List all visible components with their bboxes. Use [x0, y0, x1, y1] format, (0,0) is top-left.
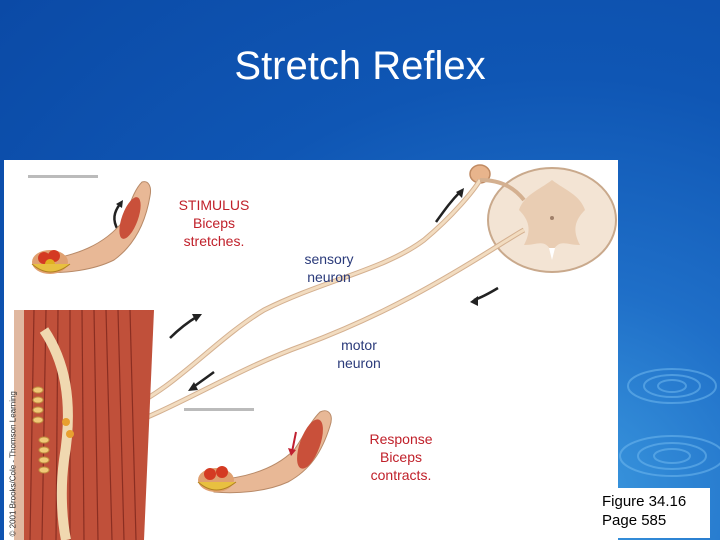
figure-number: Figure 34.16: [602, 492, 710, 511]
figure-caption: Figure 34.16 Page 585: [598, 488, 710, 538]
stretch-reflex-figure: STIMULUS Biceps stretches. sensory neuro…: [4, 160, 618, 540]
motor-neuron-label: motor neuron: [324, 336, 394, 372]
muscle-tissue: [14, 310, 154, 540]
response-label: Response Biceps contracts.: [356, 430, 446, 484]
copyright-credit: © 2001 Brooks/Cole - Thomson Learning: [5, 400, 15, 540]
page-number: Page 585: [602, 511, 710, 530]
arm-contracting: [198, 411, 331, 493]
slide-title: Stretch Reflex: [0, 44, 720, 89]
stimulus-label: STIMULUS Biceps stretches.: [164, 196, 264, 250]
figure-header-text: [28, 175, 98, 178]
spinal-cord: [488, 168, 616, 272]
reflex-illustration: [4, 160, 618, 540]
figure-subcredit: [184, 408, 254, 411]
arm-stretching: [32, 182, 151, 274]
sensory-neuron-label: sensory neuron: [294, 250, 364, 286]
